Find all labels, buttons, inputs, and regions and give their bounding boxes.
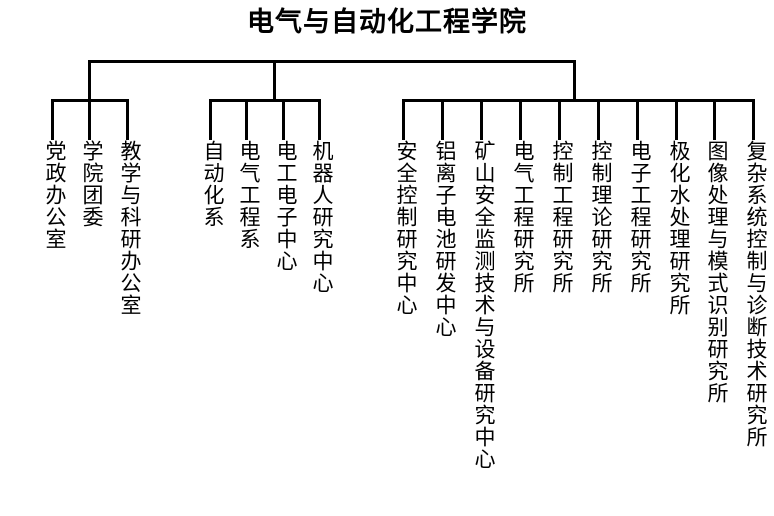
stem-administrative-offices-2 — [88, 99, 91, 140]
stem-research-institutes-7 — [636, 99, 639, 140]
stem-research-institutes-6 — [597, 99, 600, 140]
stem-research-institutes-3 — [480, 99, 483, 140]
stem-research-institutes-10 — [752, 99, 755, 140]
group-bar-research-institutes — [402, 99, 755, 102]
stem-departments-4 — [318, 99, 321, 140]
node-xue-yuan-tuan-wei[interactable]: 学院团委 — [80, 140, 104, 228]
trunk-drop-right — [573, 60, 576, 102]
node-jiao-xue-yu-ke-yan-ban-gong-shi[interactable]: 教学与科研办公室 — [118, 140, 142, 316]
stem-research-institutes-2 — [441, 99, 444, 140]
node-lv-li-zi-dian-chi-yan-fa-zhong-xin[interactable]: 铝离子电池研发中心 — [433, 140, 457, 338]
stem-research-institutes-1 — [402, 99, 405, 140]
trunk-horizontal-bar — [88, 60, 576, 63]
trunk-drop-middle — [273, 60, 276, 102]
group-bar-departments — [209, 99, 321, 102]
node-ji-qi-ren-yan-jiu-zhong-xin[interactable]: 机器人研究中心 — [310, 140, 334, 294]
node-zi-dong-hua-xi[interactable]: 自动化系 — [201, 140, 225, 228]
node-ji-hua-shui-chu-li-yan-jiu-suo[interactable]: 极化水处理研究所 — [667, 140, 691, 316]
node-kong-zhi-li-lun-yan-jiu-suo[interactable]: 控制理论研究所 — [589, 140, 613, 294]
node-dian-qi-gong-cheng-xi[interactable]: 电气工程系 — [237, 140, 261, 250]
node-dian-zi-gong-cheng-yan-jiu-suo[interactable]: 电子工程研究所 — [628, 140, 652, 294]
stem-departments-2 — [245, 99, 248, 140]
stem-research-institutes-9 — [713, 99, 716, 140]
stem-administrative-offices-3 — [126, 99, 129, 140]
node-kuang-shan-an-quan-jian-ce-ji-shu-yu-she-bei-yan-jiu-zhong-xin[interactable]: 矿山安全监测技术与设备研究中心 — [472, 140, 496, 470]
stem-administrative-offices-1 — [51, 99, 54, 140]
stem-research-institutes-5 — [558, 99, 561, 140]
stem-departments-3 — [282, 99, 285, 140]
node-tu-xiang-chu-li-yu-mo-shi-shi-bie-yan-jiu-suo[interactable]: 图像处理与模式识别研究所 — [705, 140, 729, 404]
stem-research-institutes-4 — [519, 99, 522, 140]
node-dian-gong-dian-zi-zhong-xin[interactable]: 电工电子中心 — [274, 140, 298, 272]
node-fu-za-xi-tong-kong-zhi-yu-zhen-duan-ji-shu-yan-jiu-suo[interactable]: 复杂系统控制与诊断技术研究所 — [744, 140, 768, 448]
node-dang-zheng-ban-gong-shi[interactable]: 党政办公室 — [43, 140, 67, 250]
node-an-quan-kong-zhi-yan-jiu-zhong-xin[interactable]: 安全控制研究中心 — [394, 140, 418, 316]
page-title: 电气与自动化工程学院 — [247, 7, 527, 38]
trunk-drop-left — [88, 60, 91, 102]
node-dian-qi-gong-cheng-yan-jiu-suo[interactable]: 电气工程研究所 — [511, 140, 535, 294]
stem-departments-1 — [209, 99, 212, 140]
stem-research-institutes-8 — [675, 99, 678, 140]
node-kong-zhi-gong-cheng-yan-jiu-suo[interactable]: 控制工程研究所 — [550, 140, 574, 294]
